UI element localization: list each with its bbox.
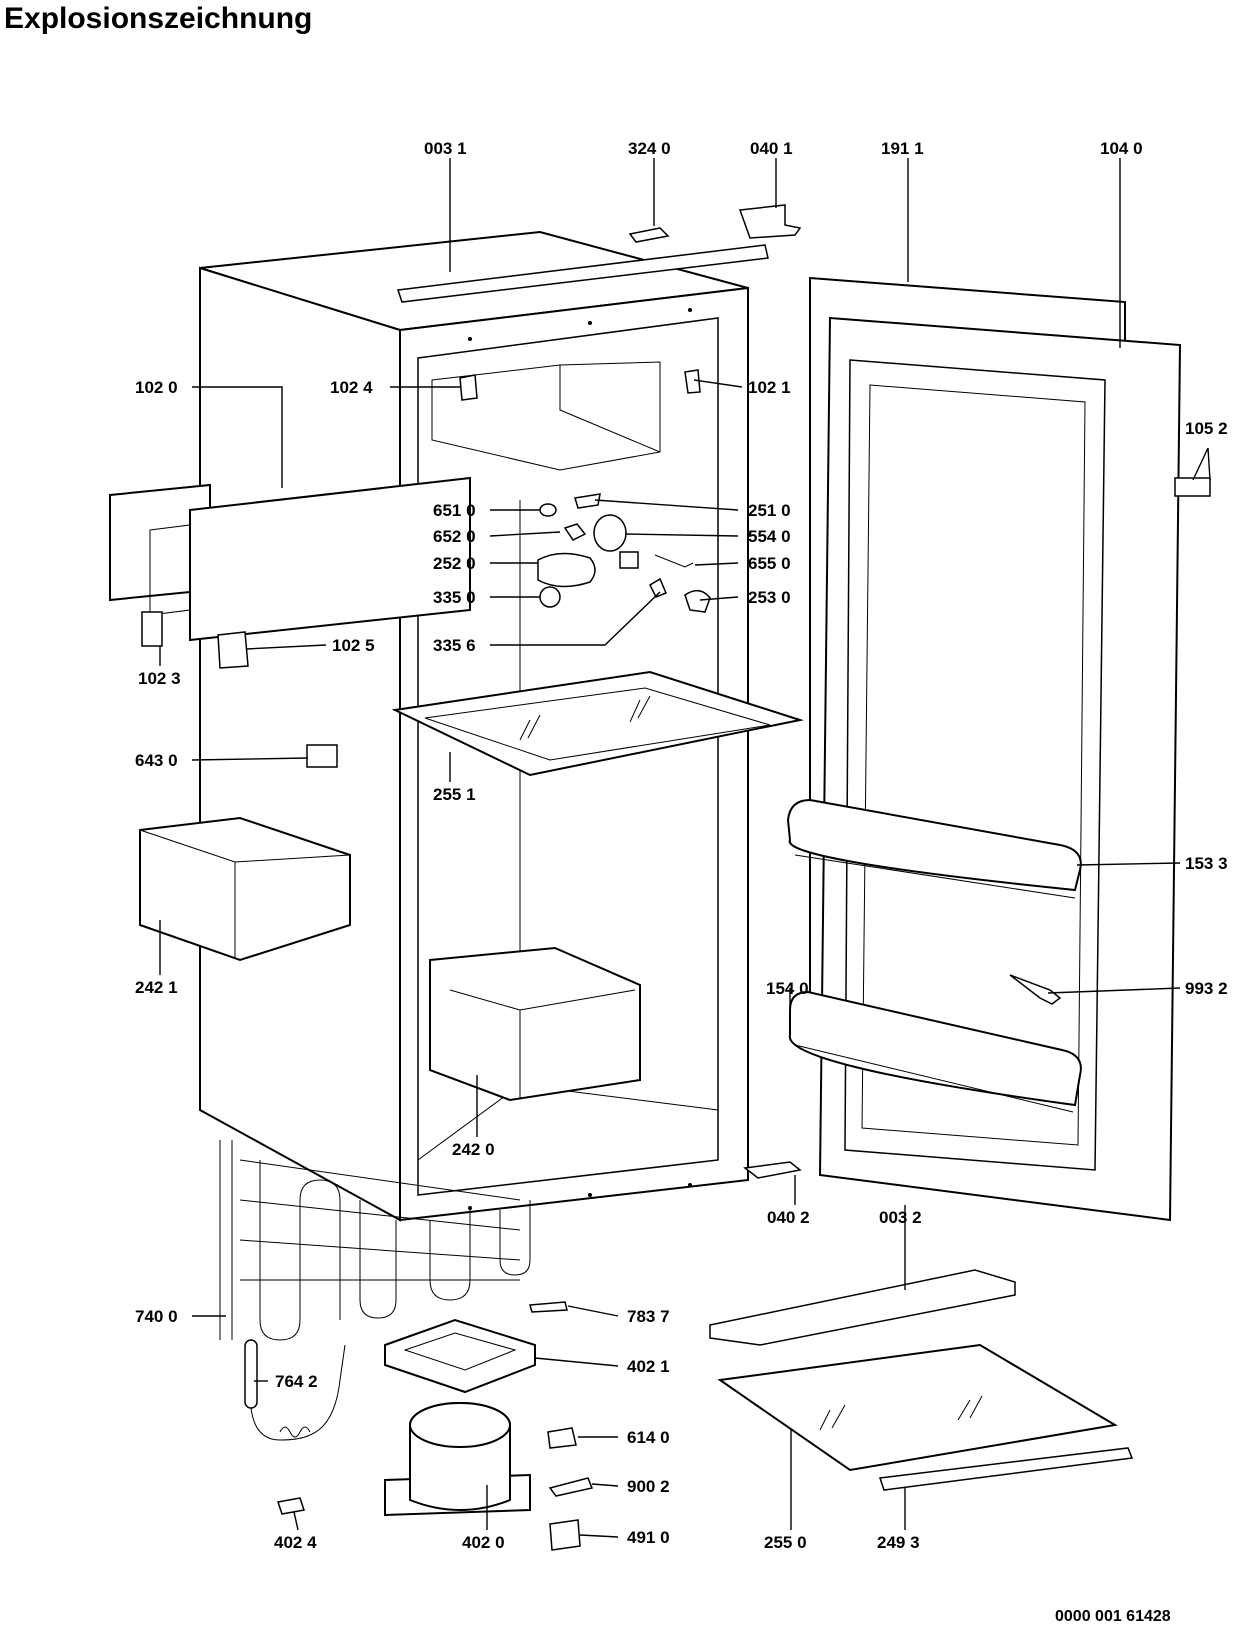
- label-2550: 255 0: [764, 1533, 807, 1552]
- label-4020: 402 0: [462, 1533, 505, 1552]
- condenser: [219, 1140, 531, 1341]
- trim-strip-2493: [878, 1447, 1134, 1491]
- door: [786, 276, 1182, 1222]
- label-2551: 255 1: [433, 785, 476, 804]
- label-0401: 040 1: [750, 139, 793, 158]
- label-1911: 191 1: [881, 139, 924, 158]
- box-2421: [139, 816, 351, 962]
- label-9932: 993 2: [1185, 979, 1228, 998]
- label-1024: 102 4: [330, 378, 373, 397]
- label-6550: 655 0: [748, 554, 791, 573]
- label-2420: 242 0: [452, 1140, 495, 1159]
- label-2520: 252 0: [433, 554, 476, 573]
- label-9002: 900 2: [627, 1477, 670, 1496]
- capillary-sensor: [244, 1339, 346, 1441]
- box-2420: [429, 946, 641, 1102]
- freezer-flap: [109, 476, 471, 642]
- label-6520: 652 0: [433, 527, 476, 546]
- label-3356: 335 6: [433, 636, 476, 655]
- label-7837: 783 7: [627, 1307, 670, 1326]
- label-1040: 104 0: [1100, 139, 1143, 158]
- label-6430: 643 0: [135, 751, 178, 770]
- label-2493: 249 3: [877, 1533, 920, 1552]
- label-2530: 253 0: [748, 588, 791, 607]
- label-2421: 242 1: [135, 978, 178, 997]
- label-7642: 764 2: [275, 1372, 318, 1391]
- glass-shelf-upper: [391, 670, 804, 777]
- label-6140: 614 0: [627, 1428, 670, 1447]
- part-labels: 003 1 324 0 040 1 191 1 104 0 102 0 102 …: [135, 139, 1228, 1552]
- label-1533: 153 3: [1185, 854, 1228, 873]
- label-5540: 554 0: [748, 527, 791, 546]
- label-7400: 740 0: [135, 1307, 178, 1326]
- label-1540: 154 0: [766, 979, 809, 998]
- label-6510: 651 0: [433, 501, 476, 520]
- label-2510: 251 0: [748, 501, 791, 520]
- glass-plate-2550: [717, 1343, 1118, 1472]
- label-4024: 402 4: [274, 1533, 317, 1552]
- diagram-title: Explosionszeichnung: [4, 2, 313, 35]
- label-1052: 105 2: [1185, 419, 1228, 438]
- drip-tray: [384, 1318, 536, 1394]
- label-0032: 003 2: [879, 1208, 922, 1227]
- label-0031: 003 1: [424, 139, 467, 158]
- document-number: 0000 001 61428: [1055, 1608, 1171, 1625]
- label-4021: 402 1: [627, 1357, 670, 1376]
- label-1021: 102 1: [748, 378, 791, 397]
- label-3350: 335 0: [433, 588, 476, 607]
- label-1023: 102 3: [138, 669, 181, 688]
- label-1020: 102 0: [135, 378, 178, 397]
- label-0402: 040 2: [767, 1208, 810, 1227]
- leader-lines: [159, 158, 1211, 1538]
- label-3240: 324 0: [628, 139, 671, 158]
- label-1025: 102 5: [332, 636, 375, 655]
- small-parts: [141, 204, 1211, 1551]
- label-4910: 491 0: [627, 1528, 670, 1547]
- bottom-rail-0032: [709, 1269, 1016, 1346]
- compressor: [384, 1402, 531, 1517]
